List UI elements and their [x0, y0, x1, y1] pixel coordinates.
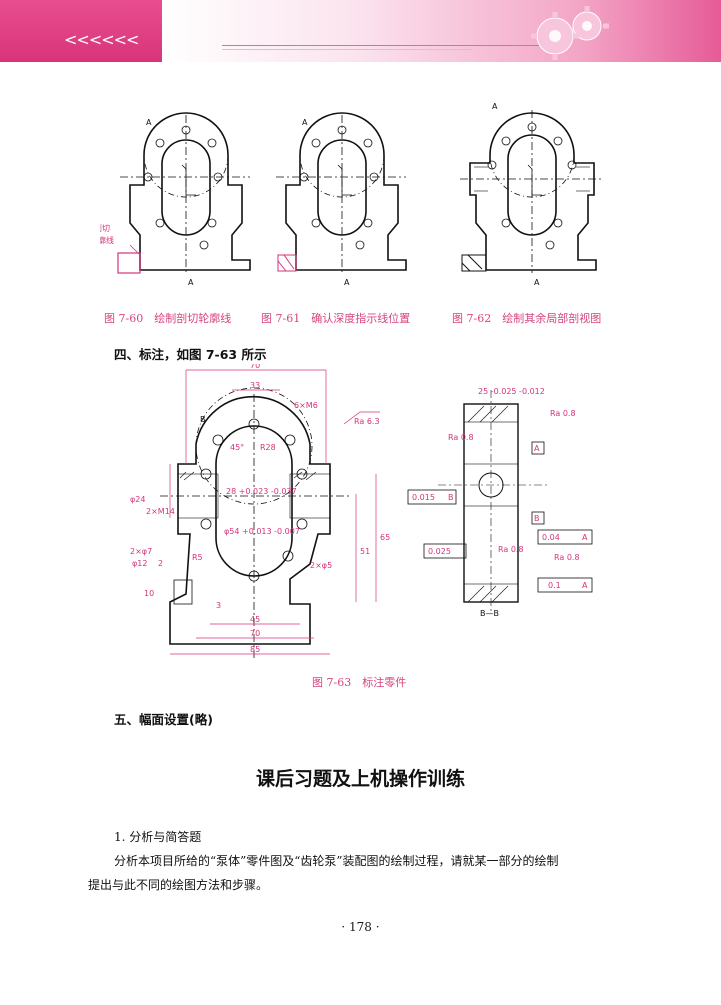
- dim-phi12: φ12: [132, 559, 147, 568]
- fig60-note-2: 轮廓线: [100, 235, 114, 245]
- header-band: [162, 0, 721, 62]
- section-b-mark: B: [200, 415, 206, 424]
- dim-10: 10: [144, 589, 154, 598]
- tol-parallel-2: 0.04: [542, 533, 560, 542]
- tol-circular: 0.025: [428, 547, 451, 556]
- dim-28-tol: 28 +0.023 -0.037: [226, 487, 297, 496]
- dim-phi54: φ54 +0.013 -0.007: [224, 527, 300, 536]
- dim-2: 2: [158, 559, 163, 568]
- exercises-heading: 课后习题及上机操作训练: [255, 768, 465, 790]
- datum-b: B: [534, 514, 540, 523]
- dim-6xm6: 6×M6: [294, 401, 318, 410]
- figure-7-63-caption: 图 7-63 标注零件: [312, 676, 407, 689]
- figure-7-63-section-view: 25 -0.025 -0.012 Ra 0.8 Ra 0.8 Ra 0.8 Ra…: [407, 387, 593, 618]
- tol-parallel-1: 0.015: [412, 493, 435, 502]
- datum-a: A: [534, 444, 540, 453]
- page-number: · 178 ·: [341, 920, 380, 934]
- ra-0-8-c: Ra 0.8: [498, 545, 524, 554]
- ra-0-8-b: Ra 0.8: [448, 433, 474, 442]
- dim-85: 85: [250, 645, 260, 654]
- dim-70: 70: [250, 629, 260, 638]
- dim-2xphi5: 2×φ5: [310, 561, 332, 570]
- figure-7-60-drawing: 剖切 轮廓线 A A: [100, 112, 251, 285]
- header-rule-2: [222, 49, 472, 50]
- ra-0-8-a: Ra 0.8: [550, 409, 576, 418]
- header-tab: [0, 0, 162, 62]
- question-line-1: 分析本项目所给的“泵体”零件图及“齿轮泵”装配图的绘制过程，请就某一部分的绘制: [114, 854, 559, 868]
- dim-70-top: 70: [250, 364, 260, 370]
- tol-perpendicular-ref: A: [582, 581, 588, 590]
- figure-7-61-drawing: A A: [276, 112, 407, 285]
- fig61-section-mark-bottom: A: [344, 278, 350, 285]
- gear-icon: [531, 6, 609, 60]
- tol-parallel-1-ref: B: [448, 493, 454, 502]
- tol-parallel-2-ref: A: [582, 533, 588, 542]
- dim-r28: R28: [260, 443, 276, 452]
- section-5-heading: 五、幅面设置(略): [114, 712, 213, 727]
- ra-6-3: Ra 6.3: [354, 417, 380, 426]
- header-rule: [222, 45, 562, 46]
- tol-perpendicular: 0.1: [548, 581, 561, 590]
- fig60-section-mark-bottom: A: [188, 278, 194, 285]
- dim-phi24: φ24: [130, 495, 145, 504]
- dim-2xm14: 2×M14: [146, 507, 175, 516]
- ra-0-8-d: Ra 0.8: [554, 553, 580, 562]
- dim-33: 33: [250, 381, 260, 390]
- question-number: 1. 分析与简答题: [114, 830, 202, 844]
- page-header: <<<<<<: [0, 0, 721, 62]
- figure-7-61-caption: 图 7-61 确认深度指示线位置: [261, 312, 411, 325]
- section-label: B—B: [480, 609, 499, 618]
- dim-25-tol: 25 -0.025 -0.012: [478, 387, 545, 396]
- dim-3: 3: [216, 601, 221, 610]
- dim-45: 45: [250, 615, 260, 624]
- dim-65: 65: [380, 533, 390, 542]
- fig62-section-mark: A: [492, 102, 498, 111]
- fig62-section-mark-bottom: A: [534, 278, 540, 285]
- fig60-note-1: 剖切: [100, 223, 110, 233]
- chevrons-icon: <<<<<<: [64, 30, 139, 49]
- figure-7-63-front-view: 70 33 6×M6 Ra 6.3 45° R28 φ24 2×M14 28 +…: [130, 364, 390, 660]
- figure-7-62-drawing: A A: [460, 102, 604, 285]
- fig60-section-mark: A: [146, 118, 152, 127]
- dim-r5: R5: [192, 553, 203, 562]
- section-4-heading: 四、标注，如图 7-63 所示: [114, 347, 267, 362]
- dim-51: 51: [360, 547, 370, 556]
- fig61-section-mark: A: [302, 118, 308, 127]
- figure-7-62-caption: 图 7-62 绘制其余局部剖视图: [452, 312, 602, 325]
- question-line-2: 提出与此不同的绘图方法和步骤。: [88, 878, 269, 892]
- dim-2xphi7: 2×φ7: [130, 547, 152, 556]
- figure-7-60-caption: 图 7-60 绘制剖切轮廓线: [104, 312, 232, 325]
- angle-45: 45°: [230, 443, 244, 452]
